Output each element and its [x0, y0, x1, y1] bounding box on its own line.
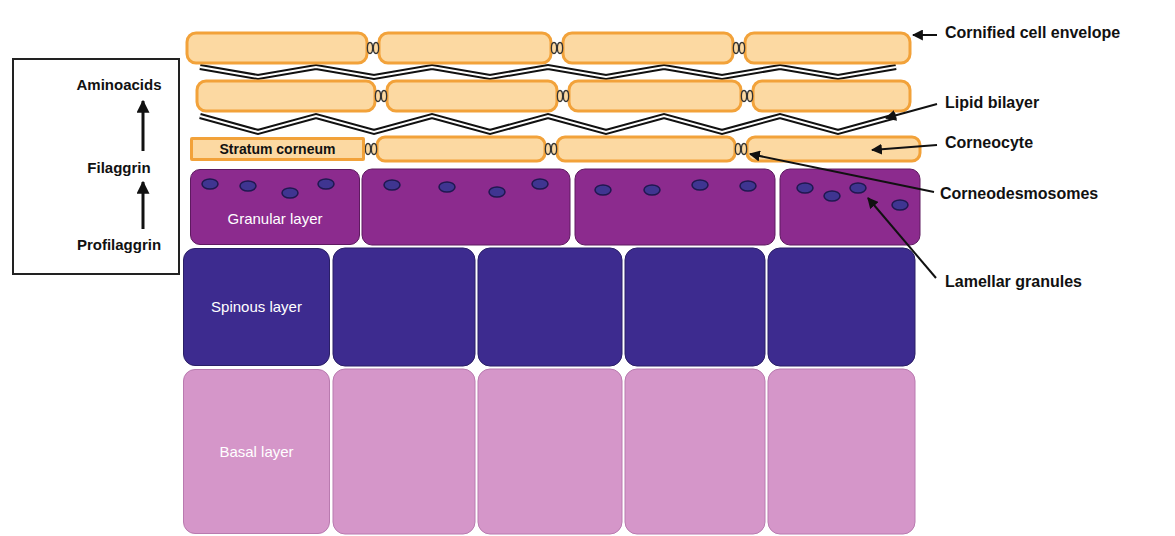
lamellar-granule [824, 191, 840, 201]
lamellar-granule [202, 179, 218, 189]
corneodesmosome [741, 144, 746, 155]
basal-cell [478, 369, 622, 534]
lamellar-granule [282, 188, 298, 198]
process-label: Filaggrin [60, 159, 178, 177]
corneocyte [569, 81, 741, 111]
lamellar-granule [240, 181, 256, 191]
corneocyte [745, 33, 910, 63]
corneocyte [379, 33, 551, 63]
filaggrin-box: AminoacidsFilaggrinProfilaggrin [12, 58, 180, 275]
lamellar-granule [692, 180, 708, 190]
corneocyte [187, 33, 367, 63]
part-label: Corneodesmosomes [940, 185, 1098, 203]
corneodesmosome [373, 43, 378, 54]
granular-cell [362, 169, 570, 245]
corneodesmosome [741, 91, 746, 102]
corneodesmosome [557, 91, 562, 102]
corneodesmosome [381, 91, 386, 102]
corneocyte [377, 137, 545, 161]
corneodesmosome [367, 43, 372, 54]
lipid-bilayer [200, 67, 896, 77]
leader-arrow [913, 34, 937, 36]
basal-cell [625, 369, 765, 534]
process-arrow [142, 182, 145, 229]
leader-arrow [868, 198, 936, 278]
lamellar-granule [384, 180, 400, 190]
corneodesmosome [563, 91, 568, 102]
layer-label: Basal layer [219, 443, 293, 461]
basal-cell: Basal layer [183, 369, 330, 534]
lamellar-granule [797, 183, 813, 193]
corneodesmosome [371, 144, 376, 155]
corneodesmosome [365, 144, 370, 155]
process-arrow [142, 101, 145, 151]
layer-label: Granular layer [227, 210, 322, 228]
spinous-cell [478, 248, 622, 366]
layer-label: Spinous layer [211, 298, 302, 316]
layer-label: Stratum corneum [220, 141, 336, 158]
process-label: Profilaggrin [60, 236, 178, 254]
granular-cell [575, 169, 775, 245]
lipid-bilayer [200, 116, 896, 132]
lipid-bilayer [200, 116, 896, 132]
corneodesmosome [733, 43, 738, 54]
corneodesmosome [551, 43, 556, 54]
lamellar-granule [318, 179, 334, 189]
corneocyte [753, 81, 910, 111]
corneocyte [387, 81, 557, 111]
corneodesmosome [735, 144, 740, 155]
part-label: Lipid bilayer [945, 94, 1039, 112]
spinous-cell [333, 248, 475, 366]
corneodesmosome [557, 43, 562, 54]
lamellar-granule [532, 179, 548, 189]
spinous-cell: Spinous layer [183, 248, 330, 366]
part-label: Corneocyte [945, 134, 1033, 152]
spinous-cell [768, 248, 915, 366]
lamellar-granule [489, 187, 505, 197]
part-label: Lamellar granules [945, 273, 1082, 291]
corneodesmosome [739, 43, 744, 54]
corneocyte [557, 137, 735, 161]
lamellar-granule [892, 200, 908, 210]
corneodesmosome [375, 91, 380, 102]
basal-cell [333, 369, 475, 534]
lamellar-granule [740, 181, 756, 191]
corneodesmosome [747, 91, 752, 102]
granule-layer [190, 169, 360, 245]
process-label: Aminoacids [60, 76, 178, 94]
corneodesmosome [551, 144, 556, 155]
leader-arrow [886, 104, 937, 118]
lamellar-granule [850, 183, 866, 193]
leader-arrow [872, 145, 937, 150]
corneocyte [563, 33, 733, 63]
stratum-corneum-cell: Stratum corneum [190, 137, 365, 161]
corneocyte [197, 81, 375, 111]
lamellar-granule [439, 182, 455, 192]
part-label: Cornified cell envelope [945, 24, 1120, 42]
corneodesmosome [545, 144, 550, 155]
corneodesmosome [365, 43, 752, 155]
lipid-bilayer [200, 67, 896, 77]
granular-cell: Granular layer [190, 169, 360, 245]
lamellar-granule [595, 185, 611, 195]
lamellar-granule [644, 185, 660, 195]
basal-cell [768, 369, 915, 534]
leader-arrow [750, 154, 934, 192]
spinous-cell [625, 248, 765, 366]
